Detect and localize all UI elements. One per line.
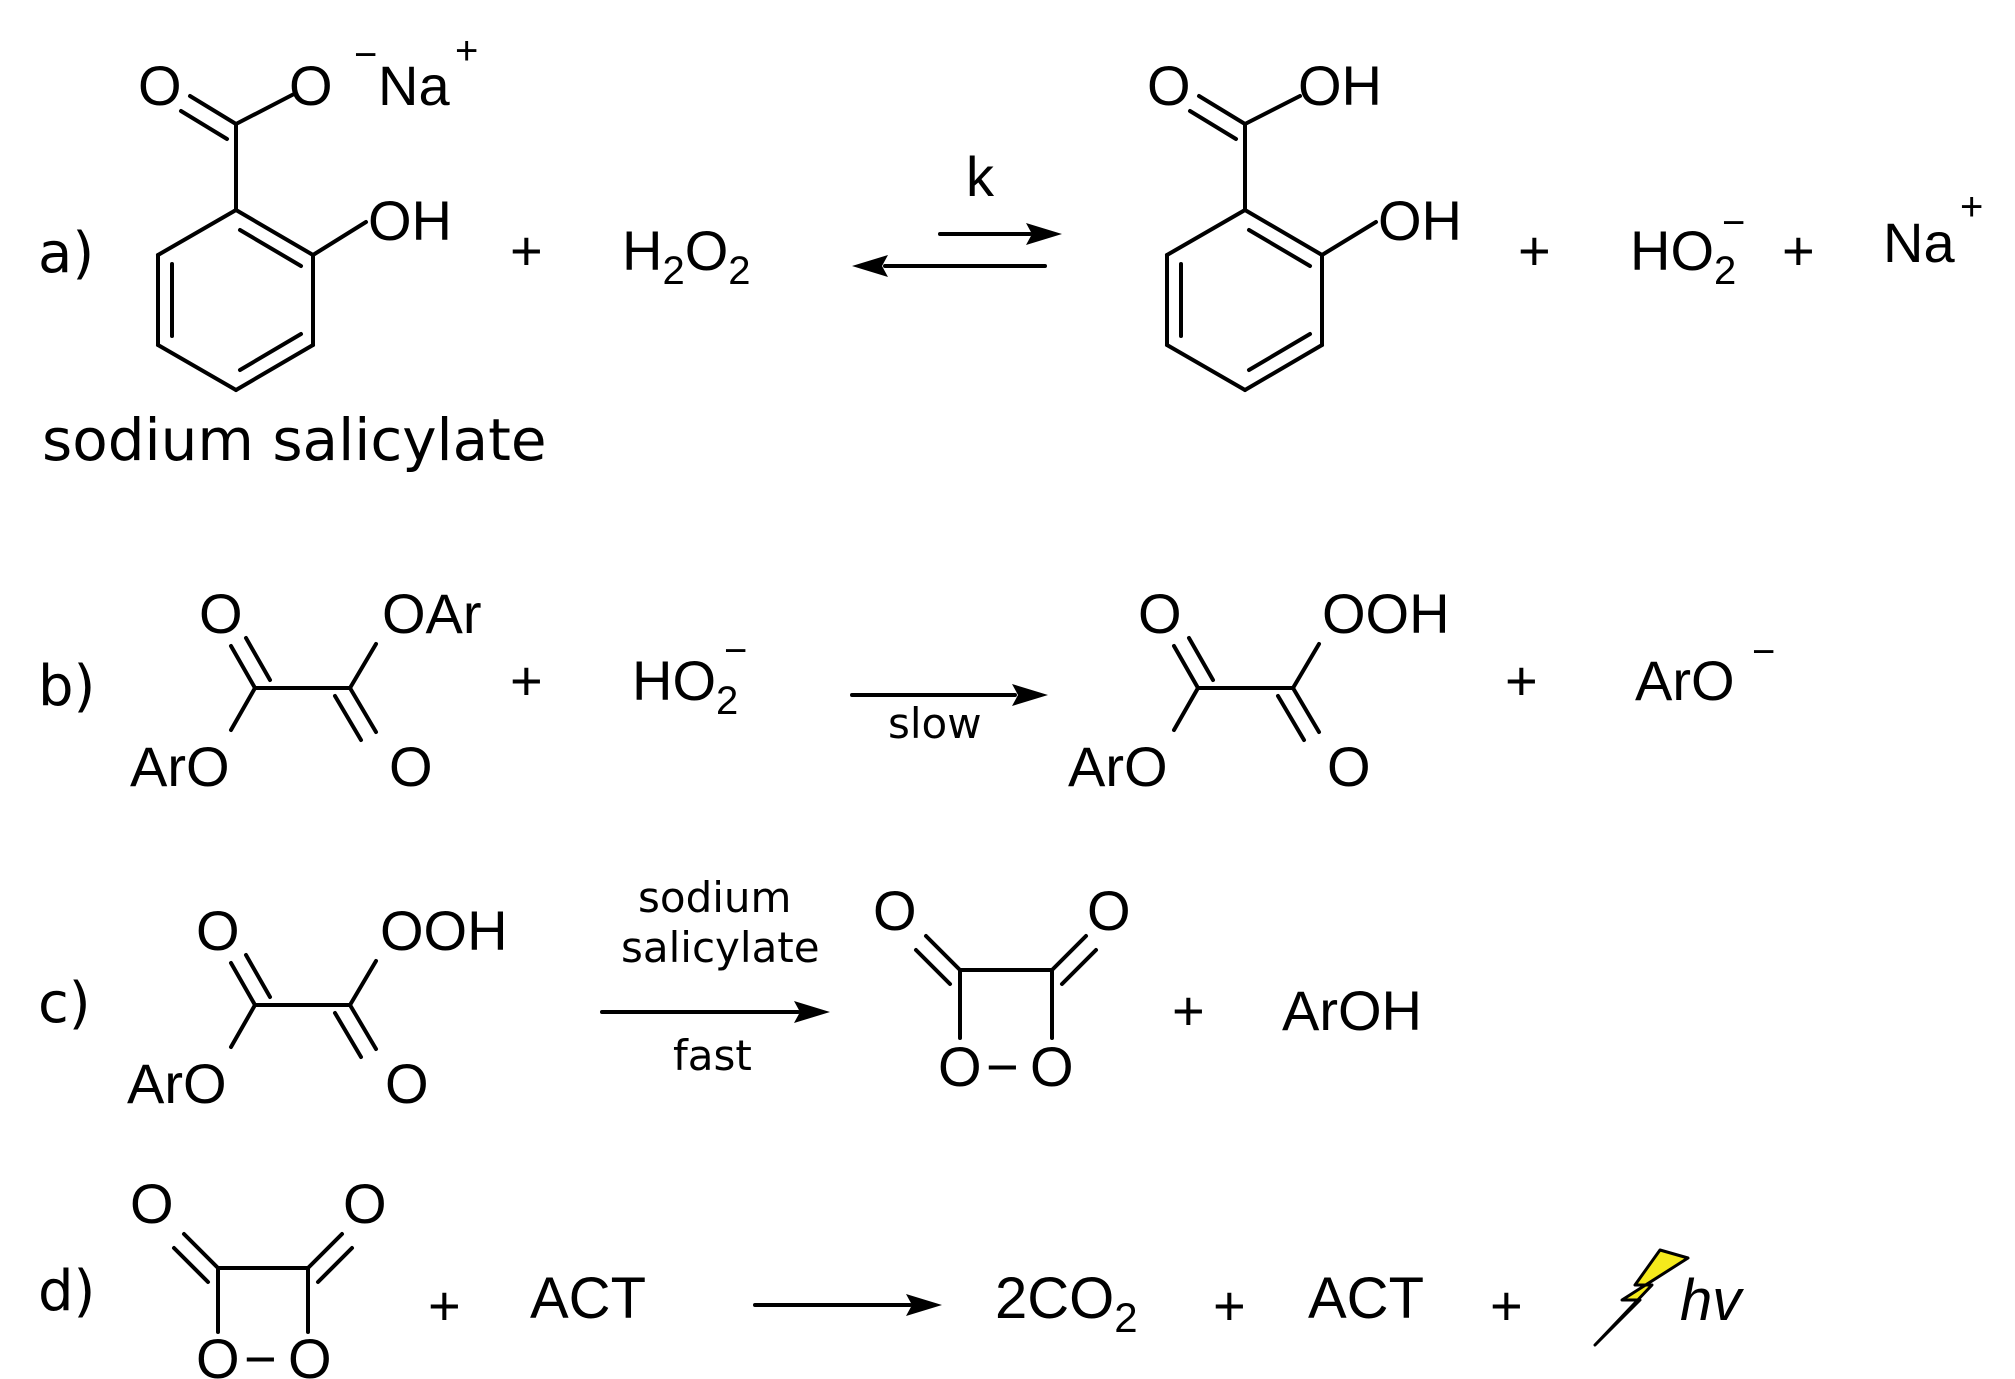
oxalate-carbonyl-o-bottom: O bbox=[389, 735, 433, 798]
dioxetanedione-ring-o-left: O bbox=[938, 1035, 982, 1098]
reaction-b: b) O OAr ArO O + HO2 − slo bbox=[38, 582, 1775, 798]
aryloxide-ion: ArO bbox=[1635, 649, 1735, 712]
plus-sign: + bbox=[1782, 219, 1815, 282]
sodium-ion-right-charge: + bbox=[1960, 185, 1983, 229]
salicylic-acid-bonds bbox=[1165, 94, 1378, 392]
reactant-aro: ArO bbox=[127, 1052, 227, 1115]
slow-step-label: slow bbox=[888, 699, 982, 748]
reaction-d-label: d) bbox=[38, 1259, 95, 1324]
reactant-d-ring-dash: − bbox=[244, 1327, 277, 1379]
reactant-carbonyl-o-bottom: O bbox=[385, 1052, 429, 1115]
reaction-d-arrowhead bbox=[906, 1294, 942, 1316]
carboxylate-oxygen-double: O bbox=[138, 54, 182, 117]
dioxetanedione-ring-dash: − bbox=[986, 1035, 1019, 1098]
reaction-c: c) O OOH ArO O sodium salicylate fast bbox=[38, 873, 1422, 1115]
peroxyoxalate-carbonyl-o-bottom: O bbox=[1327, 735, 1371, 798]
peroxyoxalate-reactant-structure: O OOH ArO O bbox=[127, 899, 508, 1115]
peroxyoxalate-aro: ArO bbox=[1068, 735, 1168, 798]
svg-text:HO2: HO2 bbox=[632, 649, 738, 723]
dioxetanedione-ring-o-right: O bbox=[1030, 1035, 1074, 1098]
peroxyoxalate-structure: O OOH ArO O bbox=[1068, 582, 1450, 798]
aryloxide-minus-charge: − bbox=[1752, 630, 1775, 674]
dioxetanedione-reactant-structure: O O O − O bbox=[130, 1172, 387, 1379]
hydroperoxide-anion: HO2 − bbox=[632, 629, 747, 723]
plus-sign: + bbox=[1172, 979, 1205, 1042]
activator-act-reactant: ACT bbox=[530, 1266, 646, 1331]
reaction-d-arrow bbox=[753, 1294, 942, 1316]
photon-hv: hv bbox=[1680, 1268, 1744, 1333]
sodium-ion-right: Na bbox=[1883, 211, 1955, 274]
reaction-d: d) O O O − O + ACT 2CO2 + ACT bbox=[38, 1172, 1744, 1379]
peroxyoxalate-bonds bbox=[1172, 636, 1321, 742]
carboxylate-oxygen-single: O bbox=[289, 54, 333, 117]
activator-act-product: ACT bbox=[1308, 1266, 1424, 1331]
sodium-salicylate-name: sodium salicylate bbox=[42, 406, 547, 474]
sodium-ion-left-charge: + bbox=[455, 29, 478, 73]
aryl-oxalate-bonds bbox=[229, 636, 378, 742]
reactant-d-ring-o-right: O bbox=[288, 1327, 332, 1379]
equilibrium-arrow bbox=[852, 223, 1062, 277]
oxalate-aro: ArO bbox=[130, 735, 230, 798]
forward-arrowhead bbox=[1026, 223, 1062, 245]
peroxyoxalate-reactant-bonds bbox=[229, 953, 378, 1059]
reaction-c-label: c) bbox=[38, 971, 91, 1036]
reactant-carbonyl-o-top: O bbox=[196, 899, 240, 962]
dioxetanedione-reactant-bonds bbox=[172, 1232, 354, 1334]
slow-arrowhead bbox=[1012, 684, 1048, 706]
plus-sign: + bbox=[510, 649, 543, 712]
dioxetanedione-structure: O O O − O bbox=[873, 879, 1131, 1098]
plus-sign: + bbox=[1490, 1274, 1523, 1337]
acid-carbonyl-oxygen: O bbox=[1147, 54, 1191, 117]
reaction-a: a) O O − Na + bbox=[38, 29, 1983, 474]
reverse-arrowhead bbox=[852, 255, 888, 277]
oxalate-oar: OAr bbox=[382, 582, 482, 645]
hydroperoxide-minus-charge: − bbox=[1722, 201, 1745, 245]
dioxetanedione-bonds bbox=[914, 934, 1098, 1040]
reaction-a-label: a) bbox=[38, 221, 94, 286]
sodium-salicylate-bonds bbox=[156, 92, 368, 392]
reaction-b-label: b) bbox=[38, 654, 95, 719]
plus-sign: + bbox=[428, 1274, 461, 1337]
phenol-oh-right: OH bbox=[1378, 189, 1462, 252]
sodium-ion-left: Na bbox=[378, 54, 450, 117]
reactant-ooh: OOH bbox=[380, 899, 508, 962]
oxalate-carbonyl-o-top: O bbox=[199, 582, 243, 645]
plus-sign: + bbox=[1505, 649, 1538, 712]
carboxylic-oh: OH bbox=[1298, 54, 1382, 117]
peroxyoxalate-ooh: OOH bbox=[1322, 582, 1450, 645]
rate-constant-k: k bbox=[966, 145, 995, 208]
reactant-d-ring-o-left: O bbox=[196, 1327, 240, 1379]
slow-arrow bbox=[850, 684, 1048, 706]
carbon-dioxide-product: 2CO2 bbox=[995, 1266, 1138, 1341]
svg-text:HO2: HO2 bbox=[1630, 219, 1736, 293]
catalyst-label-line1: sodium bbox=[638, 873, 791, 922]
hydroperoxide-anion: HO2 − bbox=[1630, 201, 1745, 293]
phenol-arOH: ArOH bbox=[1282, 979, 1422, 1042]
salicylic-acid-structure: O OH OH bbox=[1147, 54, 1462, 392]
carboxylate-minus-charge: − bbox=[354, 33, 377, 77]
reactant-d-carbonyl-o-left: O bbox=[130, 1172, 174, 1235]
fast-arrowhead bbox=[794, 1001, 830, 1023]
sodium-salicylate-structure: O O − Na + OH bbox=[138, 29, 478, 392]
dioxetanedione-carbonyl-o-right: O bbox=[1087, 879, 1131, 942]
dioxetanedione-carbonyl-o-left: O bbox=[873, 879, 917, 942]
plus-sign: + bbox=[510, 219, 543, 282]
aryl-oxalate-structure: O OAr ArO O bbox=[130, 582, 482, 798]
fast-step-label: fast bbox=[673, 1031, 752, 1080]
plus-sign: + bbox=[1213, 1274, 1246, 1337]
catalyst-label-line2: salicylate bbox=[621, 923, 820, 972]
hydroperoxide-minus-charge: − bbox=[724, 629, 747, 673]
fast-arrow bbox=[600, 1001, 830, 1023]
hydrogen-peroxide: H2O2 bbox=[622, 219, 751, 293]
plus-sign: + bbox=[1518, 219, 1551, 282]
peroxyoxalate-carbonyl-o-top: O bbox=[1138, 582, 1182, 645]
reactant-d-carbonyl-o-right: O bbox=[343, 1172, 387, 1235]
phenol-oh-left: OH bbox=[368, 189, 452, 252]
lightning-bolt-icon bbox=[1593, 1248, 1690, 1347]
